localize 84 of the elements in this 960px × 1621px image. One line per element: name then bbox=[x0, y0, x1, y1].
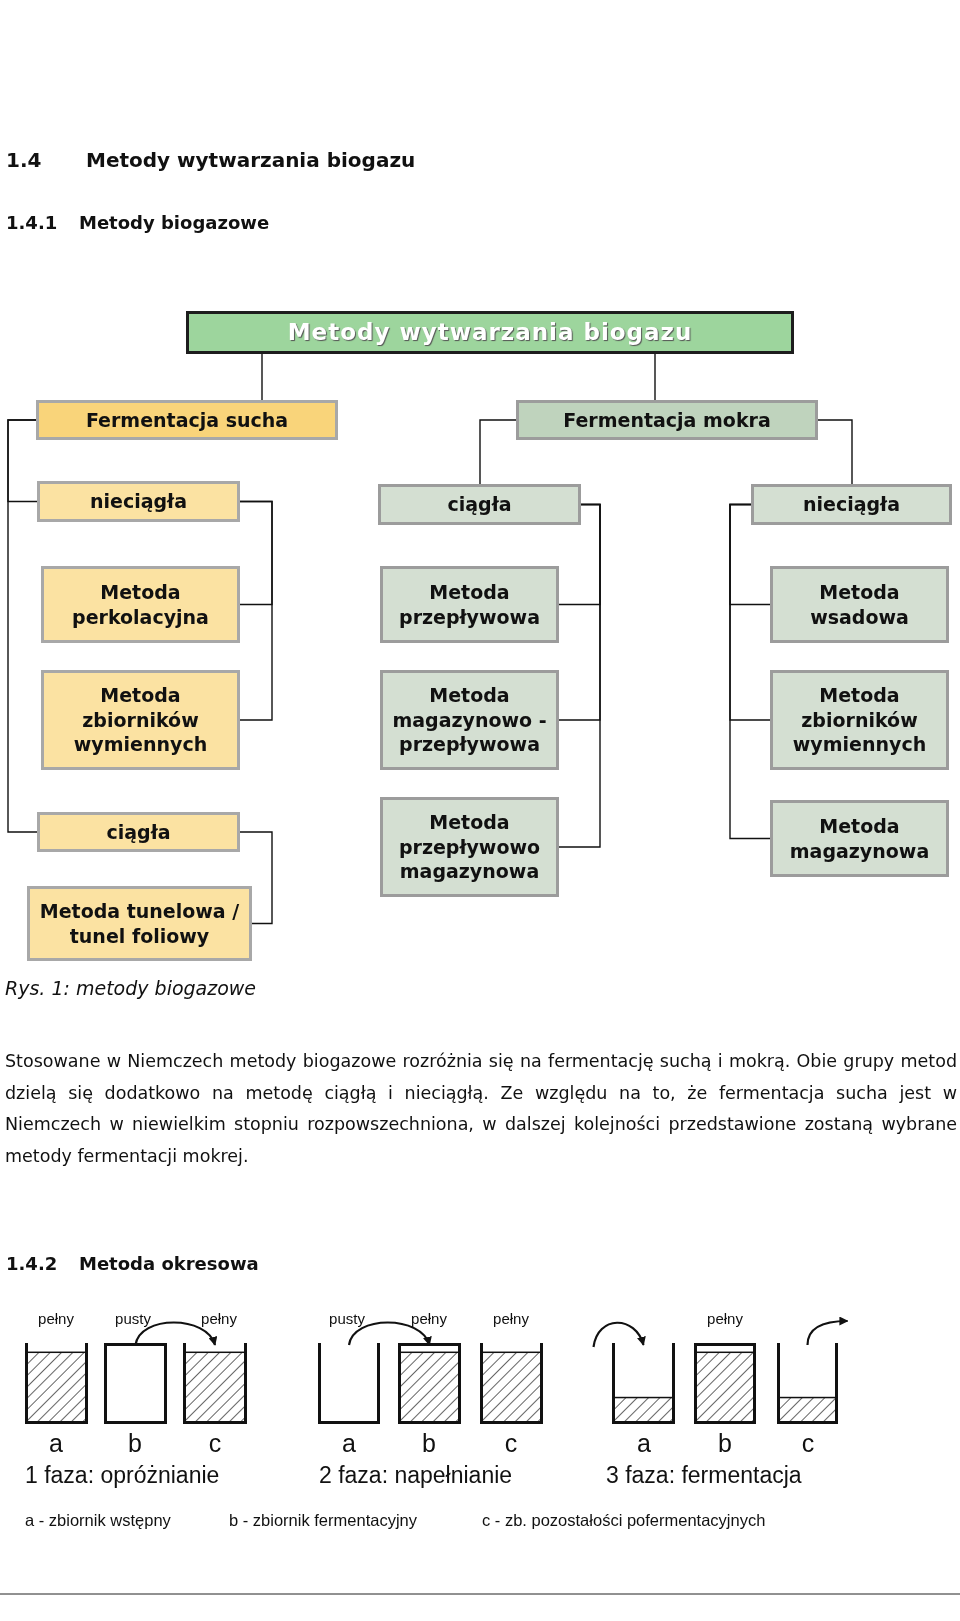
connector-line bbox=[817, 419, 853, 485]
section-number: 1.4 bbox=[6, 148, 42, 172]
tank-letter: b bbox=[128, 1430, 142, 1456]
category-box bbox=[516, 400, 818, 440]
connector-line bbox=[479, 419, 517, 485]
connector-line bbox=[654, 353, 656, 401]
tank-letter: a bbox=[637, 1430, 651, 1456]
section-number: 1.4.1 bbox=[6, 212, 58, 233]
box-label: Fermentacja sucha bbox=[85, 407, 289, 433]
category-box bbox=[41, 566, 240, 643]
box-label: nieciągła bbox=[90, 489, 187, 514]
state-label: pusty bbox=[115, 1310, 151, 1326]
connector-line bbox=[558, 503, 601, 848]
category-box bbox=[380, 670, 559, 770]
tank-letter: b bbox=[422, 1430, 436, 1456]
box-label: Metoda przepływowa bbox=[398, 579, 541, 630]
key-text: b - zbiornik fermentacyjny bbox=[229, 1511, 417, 1530]
tank-letter: c bbox=[208, 1430, 222, 1456]
box-label: ciągła bbox=[106, 819, 171, 845]
box-label: Fermentacja mokra bbox=[563, 407, 771, 433]
tank-letter: c bbox=[801, 1430, 815, 1456]
phase-label: 2 faza: napełnianie bbox=[319, 1462, 513, 1489]
box-label: Metoda magazynowo - przepływowa bbox=[391, 682, 548, 758]
tank-drawing bbox=[25, 1343, 88, 1424]
tank-drawing bbox=[777, 1343, 838, 1424]
category-box bbox=[770, 800, 949, 877]
tank-letter: a bbox=[49, 1430, 63, 1456]
figure-caption: Rys. 1: metody biogazowe bbox=[5, 977, 257, 999]
phase-label: 1 faza: opróżnianie bbox=[25, 1462, 220, 1489]
state-label: pełny bbox=[707, 1310, 743, 1326]
section-heading: Metody wytwarzania biogazu bbox=[86, 148, 416, 172]
box-label: Metoda wsadowa bbox=[809, 579, 910, 630]
category-box bbox=[378, 484, 581, 525]
tank-drawing bbox=[398, 1343, 461, 1424]
category-box bbox=[36, 400, 338, 440]
box-label: Metoda przepływowo magazynowa bbox=[397, 809, 542, 885]
box-label: Metoda zbiorników wymiennych bbox=[791, 682, 928, 758]
box-label: Metody wytwarzania biogazu bbox=[287, 317, 693, 347]
tank-letter: a bbox=[342, 1430, 356, 1456]
connector-line bbox=[729, 503, 771, 840]
category-box bbox=[27, 886, 252, 961]
box-label: Metoda perkolacyjna bbox=[71, 579, 210, 630]
state-label: pełny bbox=[411, 1310, 447, 1326]
curved-arrow bbox=[347, 1321, 431, 1346]
state-label: pełny bbox=[493, 1310, 529, 1326]
tank-drawing bbox=[318, 1343, 380, 1424]
tank-drawing bbox=[612, 1343, 675, 1424]
tank-drawing bbox=[183, 1343, 247, 1424]
body-paragraph: Stosowane w Niemczech metody biogazowe rozróżnia się na fermentację suchą i mokrą. Obie grupy metod dzielą się dodatkowo na metodę ciągłą i nieciągłą. Ze względu na to, że fermentacja sucha jest w Niemczech w niewielkim stopniu rozpowszechniona, w dalszej kolejności przedstawione zostaną wybrane metody fermentacji mokrej. bbox=[5, 1050, 957, 1168]
category-box bbox=[41, 670, 240, 770]
connector-line bbox=[261, 353, 263, 401]
state-label: pusty bbox=[329, 1310, 365, 1326]
box-label: nieciągła bbox=[803, 492, 900, 517]
key-text: a - zbiornik wstępny bbox=[25, 1511, 171, 1530]
category-box bbox=[37, 481, 240, 522]
section-number: 1.4.2 bbox=[6, 1253, 58, 1274]
category-box bbox=[380, 566, 559, 643]
section-heading: Metoda okresowa bbox=[79, 1253, 259, 1274]
phase-label: 3 faza: fermentacja bbox=[606, 1462, 802, 1489]
tank-drawing bbox=[104, 1343, 167, 1424]
tank-drawing bbox=[694, 1343, 756, 1424]
connector-line bbox=[239, 831, 273, 925]
tank-letter: b bbox=[718, 1430, 732, 1456]
category-box bbox=[37, 812, 240, 852]
tank-drawing bbox=[480, 1343, 543, 1424]
key-text: c - zb. pozostałości pofermentacyjnych bbox=[482, 1511, 766, 1530]
box-label: Metoda zbiorników wymiennych bbox=[72, 682, 209, 758]
category-box bbox=[751, 484, 952, 525]
box-label: Metoda tunelowa / tunel foliowy bbox=[38, 898, 241, 949]
box-label: Metoda magazynowa bbox=[788, 813, 931, 864]
connector-line bbox=[239, 500, 273, 721]
curved-arrow bbox=[806, 1316, 849, 1346]
box-label: ciągła bbox=[447, 492, 512, 517]
connector-line bbox=[7, 419, 38, 833]
category-box bbox=[186, 311, 794, 354]
state-label: pełny bbox=[201, 1310, 237, 1326]
category-box bbox=[770, 670, 949, 770]
category-box bbox=[770, 566, 949, 643]
category-box bbox=[380, 797, 559, 897]
tank-letter: c bbox=[504, 1430, 518, 1456]
section-heading: Metody biogazowe bbox=[79, 212, 270, 233]
state-label: pełny bbox=[38, 1310, 74, 1326]
curved-arrow bbox=[592, 1321, 645, 1348]
curved-arrow bbox=[134, 1321, 216, 1346]
